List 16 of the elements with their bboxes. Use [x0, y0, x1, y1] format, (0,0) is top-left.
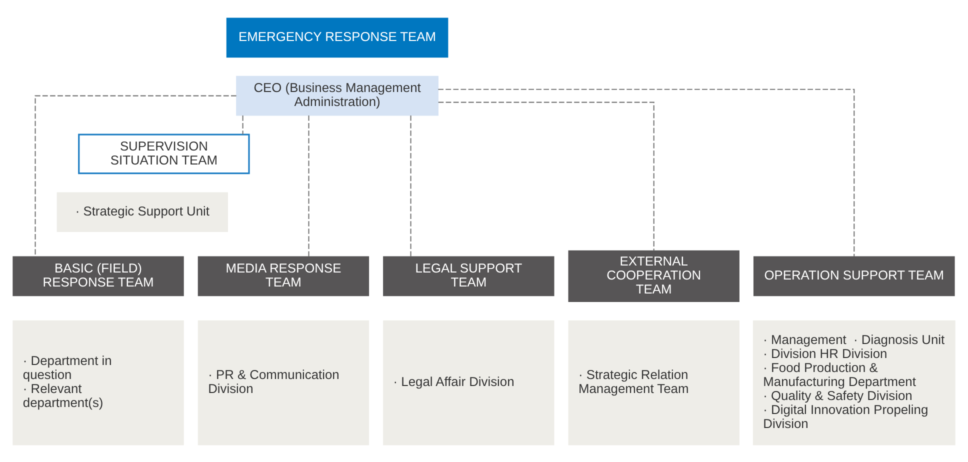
node-box: BASIC (FIELD) RESPONSE TEAM — [12, 256, 184, 296]
node-box: · Strategic Relation Management Team — [568, 320, 740, 445]
node-box: MEDIA RESPONSE TEAM — [198, 256, 370, 296]
connector — [410, 114, 412, 256]
connector — [308, 114, 310, 256]
node-box: EXTERNAL COOPERATION TEAM — [568, 250, 740, 302]
connector — [242, 115, 244, 134]
node-box: · PR & Communication Division — [198, 320, 370, 445]
node-box: EMERGENCY RESPONSE TEAM — [226, 17, 448, 58]
node-box: LEGAL SUPPORT TEAM — [383, 256, 554, 296]
node-box: CEO (Business Management Administration) — [236, 75, 438, 116]
connector — [34, 94, 236, 256]
node-box: SUPERVISION SITUATION TEAM — [78, 133, 250, 174]
node-box: OPERATION SUPPORT TEAM — [753, 256, 955, 296]
connector — [438, 88, 855, 256]
connector — [438, 101, 654, 250]
